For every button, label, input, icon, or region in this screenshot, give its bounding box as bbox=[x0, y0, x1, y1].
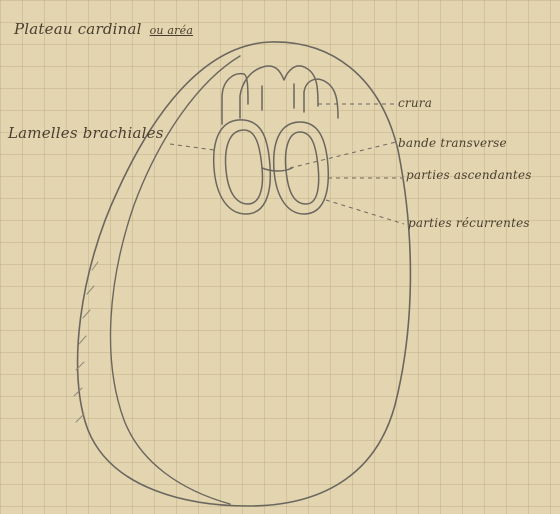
leader-recurrentes bbox=[326, 200, 404, 224]
label-lamelles: Lamelles brachiales bbox=[8, 124, 164, 142]
shell-outline bbox=[78, 42, 411, 506]
label-bande-transverse: bande transverse bbox=[398, 136, 507, 150]
transverse-band bbox=[262, 168, 292, 171]
title-sub: ou aréa bbox=[150, 24, 194, 37]
leader-bande bbox=[290, 142, 396, 168]
left-loop bbox=[214, 120, 271, 214]
label-parties-ascendantes: parties ascendantes bbox=[406, 168, 532, 182]
label-parties-recurrentes: parties récurrentes bbox=[408, 216, 530, 230]
title-main: Plateau cardinal bbox=[14, 20, 142, 38]
right-loop bbox=[274, 122, 329, 214]
label-crura: crura bbox=[398, 96, 432, 110]
crura bbox=[222, 66, 338, 124]
sketch-title: Plateau cardinal ou aréa bbox=[14, 20, 193, 38]
leader-lamelles bbox=[170, 144, 214, 150]
